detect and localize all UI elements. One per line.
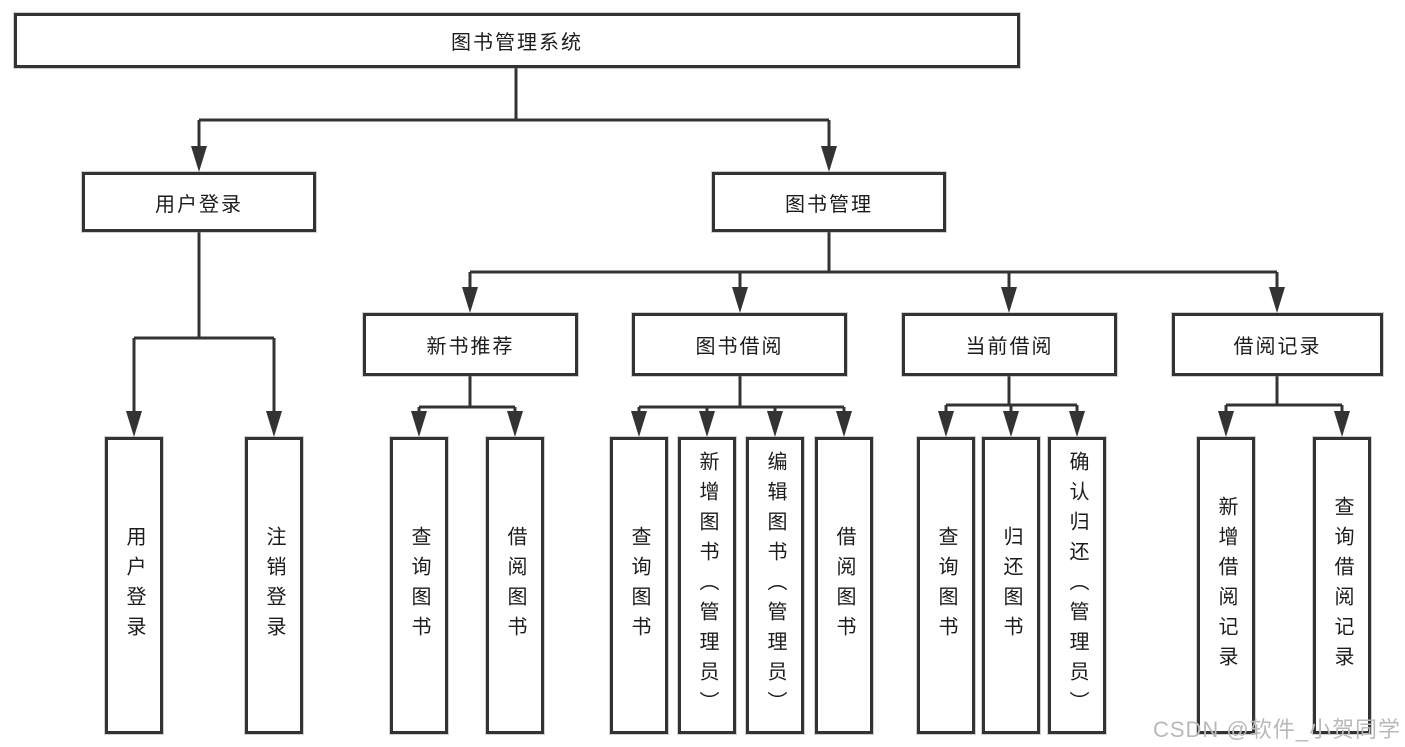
leaf-borrowing-edit-books-admin: 编辑图书（管理员） (746, 437, 804, 734)
node-label: 借阅记录 (1233, 336, 1322, 358)
leaf-records-add-record: 新增借阅记录 (1197, 437, 1255, 734)
leaf-recommend-query-books: 查询图书 (390, 437, 448, 734)
leaf-current-confirm-return-admin: 确认归还（管理员） (1048, 437, 1106, 734)
leaf-logout-login: 注销登录 (245, 437, 303, 734)
csdn-watermark: CSDN @软件_小贺同学 (1152, 717, 1401, 742)
node-label: 新书推荐 (426, 336, 515, 358)
leaf-label: 查询图书 (628, 525, 650, 646)
leaf-label: 查询图书 (935, 525, 957, 646)
node-new-book-recommend: 新书推荐 (363, 313, 578, 376)
node-label: 图书借阅 (695, 336, 784, 358)
leaf-label: 新增图书（管理员） (696, 450, 718, 721)
node-label: 图书管理系统 (451, 32, 583, 54)
leaf-borrowing-add-books-admin: 新增图书（管理员） (678, 437, 736, 734)
leaf-borrowing-query-books: 查询图书 (610, 437, 668, 734)
leaf-label: 确认归还（管理员） (1066, 450, 1088, 721)
leaf-current-query-books: 查询图书 (917, 437, 975, 734)
node-label: 图书管理 (785, 193, 873, 216)
leaf-label: 查询图书 (408, 525, 430, 646)
node-borrowing-records: 借阅记录 (1172, 313, 1383, 376)
leaf-label: 用户登录 (123, 525, 145, 646)
leaf-label: 借阅图书 (833, 525, 855, 646)
leaf-label: 借阅图书 (504, 525, 526, 646)
leaf-label: 注销登录 (263, 525, 285, 646)
node-user-login: 用户登录 (82, 172, 316, 232)
leaf-borrowing-borrow-books: 借阅图书 (815, 437, 873, 734)
node-label: 用户登录 (155, 193, 243, 216)
leaf-label: 查询借阅记录 (1331, 495, 1353, 676)
leaf-user-login: 用户登录 (105, 437, 163, 734)
node-book-management-system: 图书管理系统 (14, 13, 1020, 68)
node-current-borrowing: 当前借阅 (902, 313, 1117, 376)
node-book-management: 图书管理 (712, 172, 946, 232)
leaf-label: 编辑图书（管理员） (764, 450, 786, 721)
leaf-recommend-borrow-books: 借阅图书 (486, 437, 544, 734)
leaf-label: 归还图书 (1000, 525, 1022, 646)
leaf-label: 新增借阅记录 (1215, 495, 1237, 676)
leaf-records-query-record: 查询借阅记录 (1313, 437, 1371, 734)
node-label: 当前借阅 (965, 336, 1054, 358)
leaf-current-return-books: 归还图书 (982, 437, 1040, 734)
node-book-borrowing: 图书借阅 (632, 313, 847, 376)
